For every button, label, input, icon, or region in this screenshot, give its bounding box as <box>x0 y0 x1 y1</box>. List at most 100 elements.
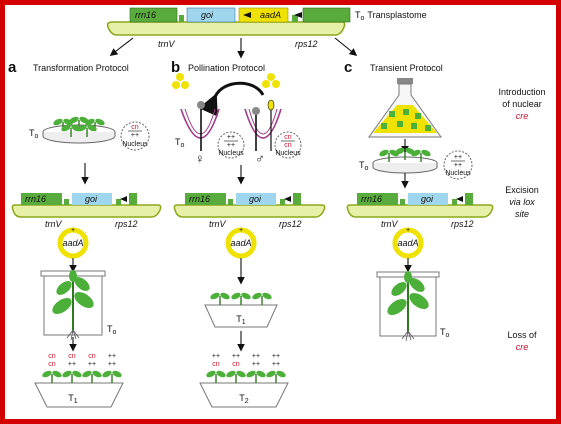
gene-trnv-top: trnV <box>158 39 176 49</box>
svg-text:++: ++ <box>88 361 96 368</box>
svg-text:cre: cre <box>516 342 529 352</box>
panel-b-pollination: To ♀ ♂ <box>172 73 282 166</box>
svg-text:goi: goi <box>85 194 98 204</box>
svg-text:cn: cn <box>284 134 292 141</box>
svg-text:Nucleus: Nucleus <box>122 141 148 148</box>
svg-text:trnV: trnV <box>209 219 227 229</box>
label-t0-b: To <box>175 137 185 149</box>
svg-text:Nucleus: Nucleus <box>275 150 301 157</box>
label-t0-jar-c: To <box>440 327 450 339</box>
gene-aada-top: aadA <box>260 10 281 20</box>
svg-text:goi: goi <box>421 194 434 204</box>
aada-circle-c: aadA + <box>392 227 424 259</box>
gene-rrn16-top: rrn16 <box>135 10 156 20</box>
svg-text:++: ++ <box>232 353 240 360</box>
svg-text:cn: cn <box>284 142 292 149</box>
svg-text:rrn16: rrn16 <box>361 194 382 204</box>
svg-text:cn: cn <box>68 353 76 360</box>
svg-text:++: ++ <box>227 134 235 141</box>
svg-text:aadA: aadA <box>397 238 418 248</box>
svg-text:++: ++ <box>454 154 462 161</box>
svg-text:site: site <box>515 209 529 219</box>
svg-text:+: + <box>71 227 75 234</box>
svg-text:Excision: Excision <box>505 185 539 195</box>
label-t0-jar-a: To <box>107 324 117 336</box>
nucleus-b: ++ ++ Nucleus <box>217 131 245 159</box>
panel-a-plastome: rrn16 goi trnV rps12 <box>11 193 162 229</box>
aada-circle-b: aadA + <box>225 227 257 259</box>
panel-c-t0-petri: To <box>359 145 438 174</box>
panel-c-flask <box>368 78 442 138</box>
panel-a-jar: To <box>40 269 117 341</box>
panel-c-title: Transient Protocol <box>370 63 443 73</box>
svg-text:Introduction: Introduction <box>498 87 545 97</box>
step-introduction: Introduction of nuclear cre <box>498 87 545 121</box>
step-excision: Excision via lox site <box>505 185 539 219</box>
label-t0-c: To <box>359 160 369 172</box>
svg-text:rps12: rps12 <box>115 219 138 229</box>
panel-b-t1-tray: T1 <box>204 290 278 328</box>
top-arrows <box>109 37 358 59</box>
svg-text:++: ++ <box>272 353 280 360</box>
svg-text:+: + <box>406 227 410 234</box>
female-symbol: ♀ <box>195 151 205 166</box>
svg-text:goi: goi <box>249 194 262 204</box>
svg-text:++: ++ <box>108 353 116 360</box>
panel-b-title: Pollination Protocol <box>188 63 265 73</box>
svg-text:+: + <box>239 227 243 234</box>
svg-text:Nucleus: Nucleus <box>445 170 471 177</box>
svg-text:cn: cn <box>48 353 56 360</box>
step-loss: Loss of cre <box>507 330 537 352</box>
svg-text:cre: cre <box>516 111 529 121</box>
nucleus-c: ++ ++ Nucleus <box>443 150 473 180</box>
svg-text:via lox: via lox <box>509 197 535 207</box>
svg-text:rps12: rps12 <box>279 219 302 229</box>
svg-text:++: ++ <box>454 162 462 169</box>
label-t0-a: To <box>29 128 39 140</box>
svg-text:cn: cn <box>212 361 220 368</box>
svg-text:++: ++ <box>108 361 116 368</box>
label-t2-b: T2 <box>239 393 249 405</box>
svg-text:++: ++ <box>272 361 280 368</box>
nucleus-b-male: cn cn Nucleus <box>274 131 302 159</box>
svg-text:cn: cn <box>48 361 56 368</box>
gene-rps12-top: rps12 <box>295 39 318 49</box>
svg-text:cn: cn <box>131 124 139 131</box>
panel-a-t1-tray: T1 <box>34 368 124 408</box>
panel-a-letter: a <box>8 59 17 76</box>
svg-text:++: ++ <box>131 132 139 139</box>
panel-b-genotypes: ++cn ++cn ++++ ++++ <box>212 353 280 368</box>
panel-a-t0-petri: To <box>29 114 116 144</box>
panel-b-t2-tray: T2 <box>199 368 289 408</box>
svg-text:aadA: aadA <box>62 238 83 248</box>
svg-text:++: ++ <box>252 353 260 360</box>
svg-text:++: ++ <box>212 353 220 360</box>
svg-text:rps12: rps12 <box>451 219 474 229</box>
svg-text:rrn16: rrn16 <box>25 194 46 204</box>
svg-text:Nucleus: Nucleus <box>218 150 244 157</box>
svg-text:aadA: aadA <box>230 238 251 248</box>
panel-c-letter: c <box>344 59 352 76</box>
nucleus-a: cn ++ Nucleus <box>120 121 150 151</box>
svg-text:++: ++ <box>68 361 76 368</box>
male-symbol: ♂ <box>255 151 265 166</box>
label-t1-b: T1 <box>236 314 246 326</box>
svg-text:of nuclear: of nuclear <box>502 99 542 109</box>
panel-c-plastome: rrn16 goi trnV rps12 <box>346 193 494 229</box>
panel-b-plastome: rrn16 goi trnV rps12 <box>173 193 326 229</box>
panel-a-title: Transformation Protocol <box>33 63 129 73</box>
svg-text:trnV: trnV <box>45 219 63 229</box>
svg-text:++: ++ <box>252 361 260 368</box>
svg-text:rrn16: rrn16 <box>189 194 210 204</box>
svg-text:++: ++ <box>227 142 235 149</box>
svg-text:cn: cn <box>88 353 96 360</box>
aada-circle-a: aadA + <box>57 227 89 259</box>
svg-text:cn: cn <box>232 361 240 368</box>
gene-goi-top: goi <box>201 10 214 20</box>
label-t1-a: T1 <box>68 393 78 405</box>
